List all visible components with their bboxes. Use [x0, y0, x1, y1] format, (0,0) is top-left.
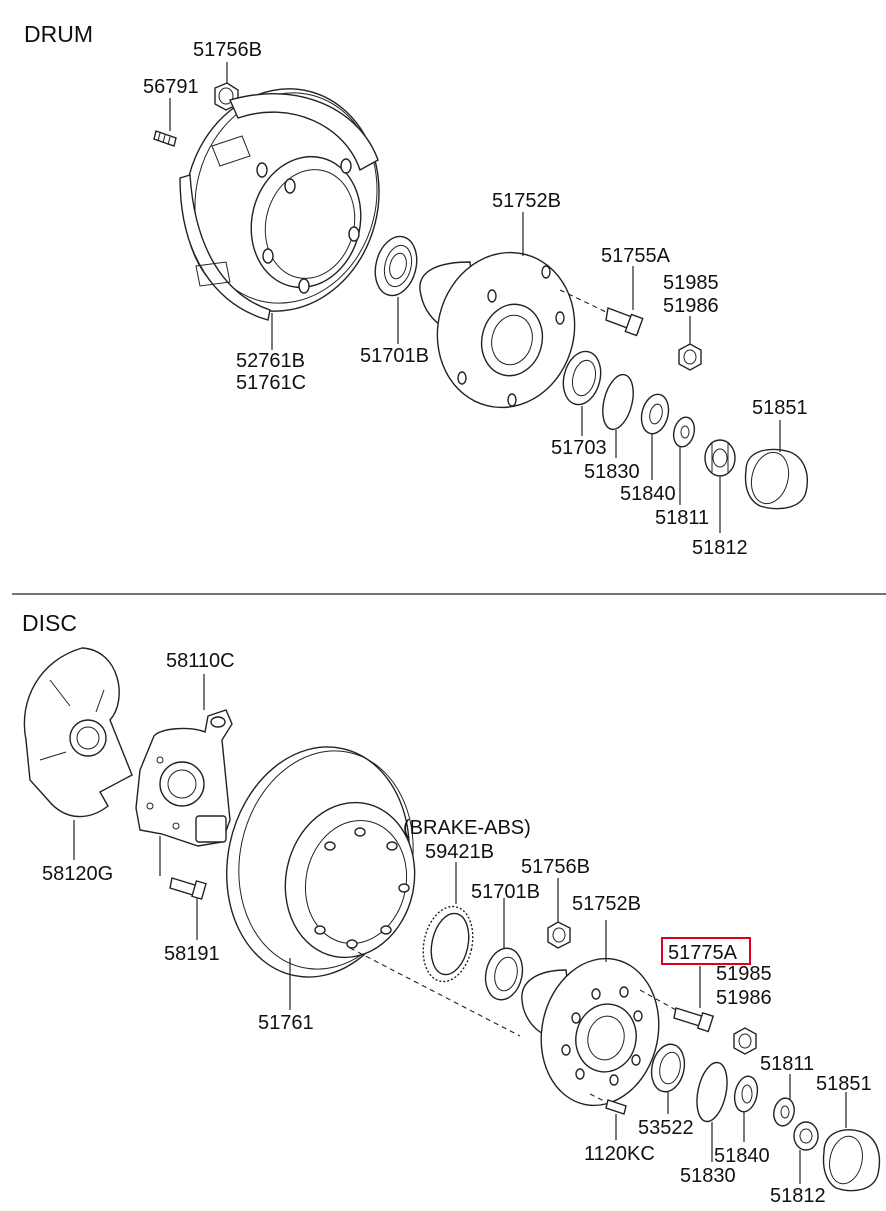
hub-51752B-drum — [419, 251, 576, 409]
label-51830-disc: 51830 — [680, 1165, 736, 1187]
stud-51775A — [673, 1007, 715, 1033]
stud-51755A — [605, 307, 644, 337]
label-51756B-disc: 51756B — [521, 856, 590, 878]
label-51985-disc: 51985 — [716, 963, 772, 985]
label-51840-disc: 51840 — [714, 1145, 770, 1167]
disc-section-title: DISC — [22, 610, 77, 636]
highlight-box-51775A — [661, 937, 751, 965]
brake-disc-51761 — [226, 746, 416, 978]
hub-51752B-disc — [521, 957, 660, 1107]
label-51812-disc: 51812 — [770, 1185, 826, 1207]
label-51830: 51830 — [584, 461, 640, 483]
bolt-58191 — [159, 836, 207, 900]
washer-51840-disc — [733, 1075, 759, 1113]
dust-shield-58120G — [23, 647, 133, 818]
label-51985: 51985 — [663, 272, 719, 294]
hub-cap-51851-disc — [822, 1129, 881, 1192]
bolt-1120KC — [589, 1093, 627, 1115]
bearing-51703 — [562, 350, 602, 406]
label-51701B: 51701B — [360, 345, 429, 367]
label-52761B: 52761B — [236, 350, 305, 372]
label-51752B: 51752B — [492, 190, 561, 212]
label-51840: 51840 — [620, 483, 676, 505]
label-51986: 51986 — [663, 295, 719, 317]
label-51775A[interactable]: 51775A — [668, 942, 738, 964]
castle-nut-51812-disc — [793, 1121, 819, 1151]
label-51755A: 51755A — [601, 245, 671, 267]
stud-56791 — [153, 130, 177, 147]
nut-51985-disc — [733, 1027, 757, 1055]
bearing-51701B-disc — [484, 947, 524, 1001]
label-58191: 58191 — [164, 943, 220, 965]
ring-51830-drum — [602, 373, 634, 431]
label-51986-disc: 51986 — [716, 987, 772, 1009]
label-brake-abs: (BRAKE-ABS) — [403, 817, 531, 839]
label-51811-disc: 51811 — [760, 1053, 814, 1075]
label-51811: 51811 — [655, 507, 709, 529]
nut-51756B-disc — [547, 921, 571, 949]
label-51761: 51761 — [258, 1012, 314, 1034]
ring-51830-disc — [696, 1061, 728, 1123]
label-51812: 51812 — [692, 537, 748, 559]
label-56791: 56791 — [143, 76, 199, 98]
label-1120KC: 1120KC — [584, 1143, 655, 1165]
label-51703: 51703 — [551, 437, 607, 459]
washer-51840-drum — [640, 393, 670, 435]
label-51851-disc: 51851 — [816, 1073, 872, 1095]
label-51752B-disc: 51752B — [572, 893, 641, 915]
label-59421B: 59421B — [425, 841, 494, 863]
label-53522: 53522 — [638, 1117, 694, 1139]
washer-51811-drum — [672, 416, 696, 448]
label-51851: 51851 — [752, 397, 808, 419]
drum-section-title: DRUM — [24, 21, 93, 47]
label-58110C: 58110C — [166, 650, 235, 672]
knuckle-58110C — [135, 709, 233, 847]
label-51701B-disc: 51701B — [471, 881, 540, 903]
label-51761C: 51761C — [236, 372, 306, 394]
bearing-51701B-drum — [374, 235, 418, 297]
washer-51811-disc — [773, 1097, 795, 1127]
nut-51985-drum — [678, 343, 702, 371]
brake-drum — [179, 88, 380, 321]
label-51756B: 51756B — [193, 39, 262, 61]
bearing-53522 — [650, 1043, 686, 1093]
abs-ring-59421B — [422, 905, 474, 983]
hub-cap-51851-drum — [744, 448, 808, 510]
castle-nut-51812-drum — [704, 439, 736, 477]
label-58120G: 58120G — [42, 863, 113, 885]
